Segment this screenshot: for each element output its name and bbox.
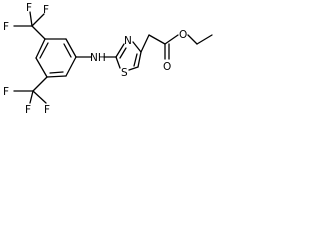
bond-o-ch2 [187,34,198,45]
chemical-structure: F F F F F F NH N S O O [3,2,213,116]
bond-s1-c2 [115,56,121,69]
bond-cf3top-f3 [31,13,45,27]
bond-cf3top-ring [31,25,46,40]
bond-cf3bot-ring [32,76,48,92]
atom-f: F [43,4,49,16]
bond-ring-6 [35,38,46,59]
bond-c2-n3-double [119,47,127,59]
bond-cf3bot-f2 [29,90,34,104]
bond-c4-ch2 [140,34,150,53]
bond-c4-c5 [137,51,142,68]
bond-ring-2 [65,38,77,58]
bond-ch2-ch3 [196,34,213,45]
atom-n: N [124,35,132,47]
bond-ring-double-1 [63,43,72,58]
bond-cf3top-f2 [29,11,33,27]
bond-c-oester [164,34,179,45]
bond-c2-n3 [115,43,125,58]
bond-ring-5 [35,57,48,78]
bond-ring-3 [65,56,77,77]
atom-f: F [3,21,9,33]
bond-cf3bot-f3 [32,90,47,104]
atom-o-carbonyl: O [163,61,171,73]
bond-c5-s1 [128,66,139,71]
atom-f: F [26,2,32,14]
bond-ch2-cco [148,34,166,45]
atom-o-ester: O [179,29,187,41]
atom-f: F [25,104,31,116]
atom-s: S [121,67,128,79]
bond-n3-c4 [132,41,142,53]
bond-ring-4 [46,75,67,78]
atom-labels: F F F F F F NH N S O O [3,2,187,116]
atom-f: F [44,104,50,116]
bond-c4-c5-double [133,53,138,67]
atom-nh: NH [90,52,106,64]
bond-ring-double-2 [49,71,64,74]
atom-f: F [3,86,9,98]
bond-ring-double-3 [39,42,49,59]
bonds [13,11,213,104]
